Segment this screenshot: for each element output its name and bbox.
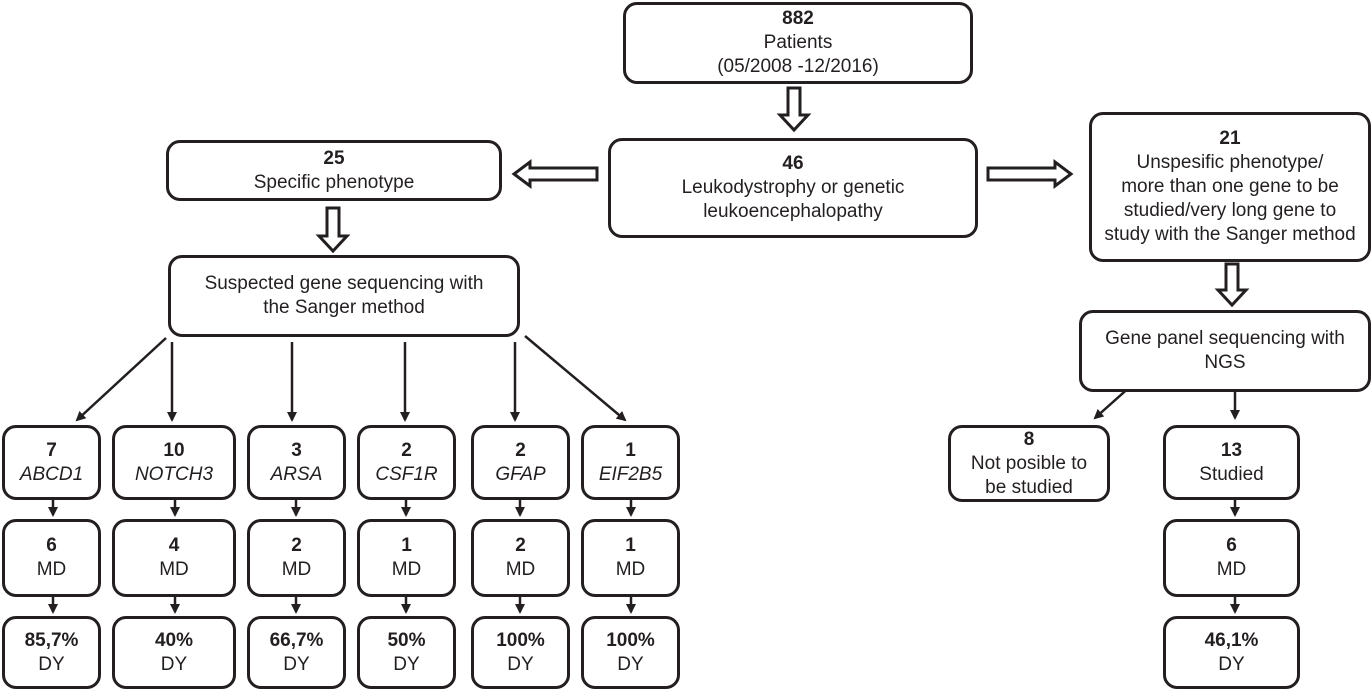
dy-label: DY xyxy=(283,653,310,675)
gene-count: 10 xyxy=(163,439,185,461)
unspecific-line4: study with the Sanger method xyxy=(1104,224,1356,245)
hollow-arrow-left-sanger xyxy=(315,206,351,254)
dy-box-notch3: 40% DY xyxy=(112,616,236,689)
dy-value: 66,7% xyxy=(269,629,324,651)
gene-box-csf1r: 2 CSF1R xyxy=(357,425,456,500)
md-count: 6 xyxy=(46,535,57,556)
md-label: MD xyxy=(281,559,312,580)
unspecific-line2: more than one gene to be xyxy=(1121,176,1339,197)
studied-dy-label: DY xyxy=(1218,653,1245,675)
md-count: 2 xyxy=(291,535,302,556)
patients-count: 882 xyxy=(782,8,814,29)
studied-box: 13 Studied xyxy=(1163,425,1300,500)
gene-box-arsa: 3 ARSA xyxy=(247,425,346,500)
dy-box-arsa: 66,7% DY xyxy=(247,616,346,689)
leukodystrophy-line1: Leukodystrophy or genetic xyxy=(681,177,905,198)
unspecific-line3: studied/very long gene to xyxy=(1123,200,1337,221)
unspecific-phenotype-box: 21 Unspesific phenotype/ more than one g… xyxy=(1089,112,1371,262)
gene-count: 7 xyxy=(46,439,57,461)
gene-count: 2 xyxy=(401,439,412,461)
dy-box-eif2b5: 100% DY xyxy=(581,616,680,689)
not-possible-line2: be studied xyxy=(985,476,1073,498)
hollow-arrow-right-ngs xyxy=(1214,262,1250,308)
leukodystrophy-box: 46 Leukodystrophy or genetic leukoenceph… xyxy=(608,138,978,238)
dy-label: DY xyxy=(617,653,644,675)
md-box-gfap: 2 MD xyxy=(471,519,570,597)
dy-label: DY xyxy=(38,653,65,675)
dy-box-csf1r: 50% DY xyxy=(357,616,456,689)
dy-label: DY xyxy=(160,653,188,675)
not-possible-count: 8 xyxy=(1023,428,1035,450)
studied-md-label: MD xyxy=(1216,559,1247,580)
md-count: 1 xyxy=(625,535,636,556)
md-label: MD xyxy=(391,559,422,580)
specific-phenotype-label: Specific phenotype xyxy=(253,171,415,193)
md-count: 1 xyxy=(401,535,412,556)
unspecific-phenotype-count: 21 xyxy=(1219,128,1241,149)
specific-phenotype-count: 25 xyxy=(323,147,345,169)
studied-label: Studied xyxy=(1199,463,1264,485)
dy-value: 50% xyxy=(387,629,426,651)
dy-box-gfap: 100% DY xyxy=(471,616,570,689)
md-label: MD xyxy=(615,559,646,580)
hollow-arrow-center-right xyxy=(986,159,1074,189)
gene-name: CSF1R xyxy=(375,463,438,485)
md-count: 2 xyxy=(515,535,526,556)
studied-count: 13 xyxy=(1220,439,1243,461)
dy-value: 100% xyxy=(606,629,655,651)
studied-dy-value: 46,1% xyxy=(1204,629,1259,651)
ngs-line1: Gene panel sequencing with xyxy=(1105,328,1345,349)
dy-box-abcd1: 85,7% DY xyxy=(2,616,101,689)
gene-name: NOTCH3 xyxy=(134,463,214,485)
specific-phenotype-box: 25 Specific phenotype xyxy=(166,140,502,201)
gene-count: 1 xyxy=(625,439,636,461)
gene-box-abcd1: 7 ABCD1 xyxy=(2,425,101,500)
gene-name: ABCD1 xyxy=(19,463,84,485)
gene-name: EIF2B5 xyxy=(598,463,663,485)
gene-box-notch3: 10 NOTCH3 xyxy=(112,425,236,500)
sanger-line2: the Sanger method xyxy=(263,297,425,318)
ngs-sequencing-box: Gene panel sequencing with NGS xyxy=(1079,310,1371,392)
arrow-sanger-eif2b5 xyxy=(524,335,627,422)
gene-box-gfap: 2 GFAP xyxy=(471,425,570,500)
md-box-notch3: 4 MD xyxy=(112,519,236,597)
sanger-sequencing-box: Suspected gene sequencing with the Sange… xyxy=(168,255,520,337)
dy-value: 100% xyxy=(496,629,545,651)
leukodystrophy-line2: leukoencephalopathy xyxy=(703,201,883,222)
dy-value: 40% xyxy=(154,629,194,651)
ngs-line2: NGS xyxy=(1204,352,1246,373)
studied-dy-box: 46,1% DY xyxy=(1163,616,1300,689)
md-box-csf1r: 1 MD xyxy=(357,519,456,597)
md-label: MD xyxy=(159,559,189,580)
md-label: MD xyxy=(36,559,67,580)
md-box-eif2b5: 1 MD xyxy=(581,519,680,597)
gene-count: 3 xyxy=(291,439,302,461)
dy-value: 85,7% xyxy=(24,629,79,651)
gene-box-eif2b5: 1 EIF2B5 xyxy=(581,425,680,500)
gene-name: ARSA xyxy=(270,463,323,485)
md-label: MD xyxy=(505,559,536,580)
md-box-abcd1: 6 MD xyxy=(2,519,101,597)
md-box-arsa: 2 MD xyxy=(247,519,346,597)
patients-box: 882 Patients (05/2008 -12/2016) xyxy=(623,2,973,84)
unspecific-line1: Unspesific phenotype/ xyxy=(1136,152,1324,173)
arrow-sanger-abcd1 xyxy=(75,337,167,422)
sanger-line1: Suspected gene sequencing with xyxy=(204,273,484,294)
dy-label: DY xyxy=(393,653,420,675)
studied-md-box: 6 MD xyxy=(1163,519,1300,597)
hollow-arrow-top-center xyxy=(776,86,812,133)
studied-md-count: 6 xyxy=(1226,535,1237,556)
not-possible-box: 8 Not posible to be studied xyxy=(948,425,1110,502)
patients-period: (05/2008 -12/2016) xyxy=(717,56,879,77)
not-possible-line1: Not posible to xyxy=(970,452,1088,474)
md-count: 4 xyxy=(168,535,180,556)
gene-count: 2 xyxy=(515,439,526,461)
patients-label: Patients xyxy=(763,32,833,53)
gene-name: GFAP xyxy=(495,463,546,485)
hollow-arrow-center-left xyxy=(511,159,599,189)
leukodystrophy-count: 46 xyxy=(782,153,804,174)
dy-label: DY xyxy=(507,653,534,675)
